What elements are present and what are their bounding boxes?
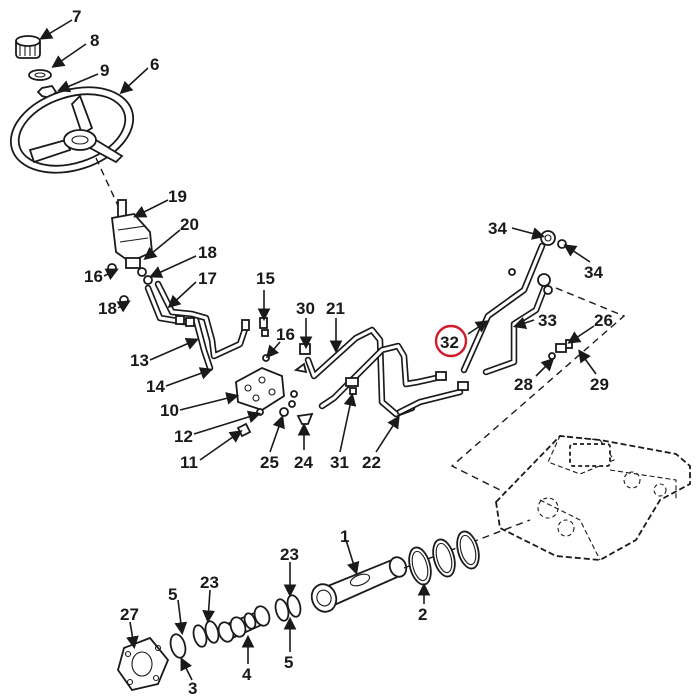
label-16a: 16	[84, 267, 103, 286]
dash-line-cylinder	[403, 519, 531, 569]
label-18a: 18	[198, 243, 217, 262]
label-30: 30	[296, 299, 315, 318]
label-23b: 23	[280, 545, 299, 564]
end-cap-27	[117, 636, 170, 692]
center-line-wheel	[95, 157, 121, 211]
piston-4	[217, 605, 271, 643]
label-4: 4	[242, 665, 252, 684]
fittings-34	[508, 230, 567, 295]
label-32: 32	[440, 333, 459, 352]
label-24: 24	[294, 453, 313, 472]
fittings-right-tube	[435, 371, 469, 391]
label-19: 19	[168, 187, 187, 206]
label-34b: 34	[584, 263, 603, 282]
label-8: 8	[90, 31, 99, 50]
label-12: 12	[174, 427, 193, 446]
label-11: 11	[180, 453, 198, 472]
label-29: 29	[590, 375, 609, 394]
label-25: 25	[260, 453, 279, 472]
label-23a: 23	[200, 573, 219, 592]
highlight-circle-32	[434, 324, 468, 358]
label-13: 13	[130, 351, 149, 370]
fittings-26-28	[548, 339, 573, 360]
label-17: 17	[198, 269, 217, 288]
label-14: 14	[146, 377, 165, 396]
label-27: 27	[120, 605, 139, 624]
cylinder-1	[310, 556, 408, 613]
tube-32	[460, 242, 546, 374]
label-1: 1	[340, 527, 349, 546]
label-5b: 5	[284, 653, 293, 672]
label-7: 7	[72, 7, 81, 26]
label-6: 6	[150, 55, 159, 74]
label-21: 21	[326, 299, 345, 318]
valve-block-10	[235, 367, 285, 411]
label-5a: 5	[168, 585, 177, 604]
label-3: 3	[188, 679, 197, 698]
label-33: 33	[538, 311, 557, 330]
part-number-labels: 7 8 9 6 19 20 18 16 17 18 15 30 21 16 13…	[72, 7, 613, 698]
label-20: 20	[180, 215, 199, 234]
label-28: 28	[514, 375, 533, 394]
orings-5-23	[169, 594, 302, 659]
label-31: 31	[330, 453, 349, 472]
seals-2	[408, 530, 480, 586]
label-22: 22	[362, 453, 381, 472]
tube-22b	[396, 388, 464, 416]
label-26: 26	[594, 311, 613, 330]
washer-part	[28, 69, 52, 81]
label-9: 9	[100, 61, 109, 80]
tube-14	[154, 280, 250, 360]
label-15: 15	[256, 269, 275, 288]
label-16b: 16	[276, 325, 295, 344]
label-2: 2	[418, 605, 427, 624]
label-18b: 18	[98, 299, 117, 318]
leader-lines	[39, 19, 597, 681]
dash-line-29	[450, 287, 626, 501]
tube-22	[318, 342, 440, 410]
steering-wheel-cap	[15, 35, 41, 59]
fitting-parts-mid	[175, 315, 270, 362]
steering-wheel	[9, 86, 135, 174]
label-34a: 34	[488, 219, 507, 238]
label-10: 10	[160, 401, 179, 420]
steering-housing	[495, 435, 691, 561]
tube-21	[304, 326, 416, 418]
